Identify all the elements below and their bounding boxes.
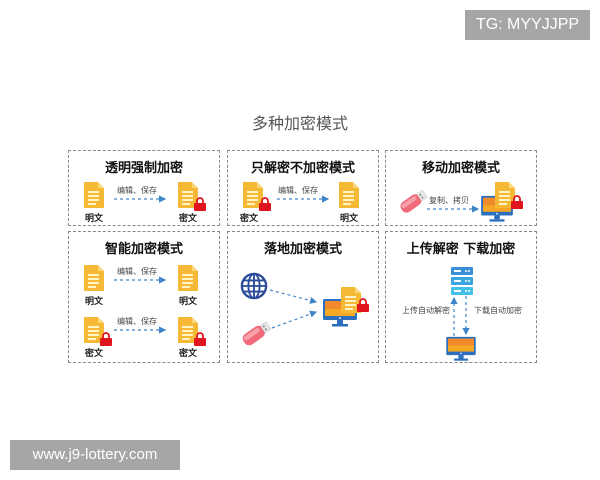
dashed-arrow-icon: [114, 195, 167, 203]
document-icon: [338, 181, 360, 209]
target-label: 密文: [178, 349, 197, 359]
source-label: 密文: [239, 214, 258, 224]
panel-smart-encryption: 智能加密模式 明文 编辑、保存 明文 密文 编辑、保存 密文: [68, 231, 220, 363]
dashed-arrow-icon: [277, 195, 330, 203]
upload-label: 上传自动解密: [402, 306, 450, 315]
target-label: 明文: [339, 214, 358, 224]
lock-icon: [510, 195, 524, 209]
arrow-label: 复制、拷贝: [429, 196, 469, 205]
lock-icon: [193, 197, 207, 211]
target-label: 密文: [178, 214, 197, 224]
source-label: 明文: [84, 214, 103, 224]
panel-landing-encryption: 落地加密模式: [227, 231, 379, 363]
panel-title: 落地加密模式: [263, 242, 342, 257]
lock-icon: [356, 298, 370, 312]
dashed-arrow-icon: [114, 326, 167, 334]
document-icon: [83, 181, 105, 209]
panel-decrypt-only: 只解密不加密模式 密文 编辑、保存 明文: [227, 150, 379, 226]
download-label: 下载自动加密: [474, 306, 522, 315]
target-label: 明文: [178, 297, 197, 307]
panel-mobile-encryption: 移动加密模式 复制、拷贝: [385, 150, 537, 226]
monitor-icon: [444, 336, 478, 362]
lock-icon: [193, 332, 207, 346]
watermark-bottom: www.j9-lottery.com: [10, 440, 180, 470]
panel-upload-download: 上传解密 下载加密 上传自动解密 下载自动加密: [385, 231, 537, 363]
arrow-label: 编辑、保存: [117, 267, 157, 276]
panel-title: 透明强制加密: [104, 161, 183, 176]
panel-title: 移动加密模式: [421, 161, 500, 176]
arrow-label: 编辑、保存: [117, 186, 157, 195]
panel-title: 智能加密模式: [104, 242, 183, 257]
document-icon: [177, 264, 199, 292]
lock-icon: [258, 197, 272, 211]
dashed-arrow-icon: [114, 276, 167, 284]
panel-transparent-encryption: 透明强制加密 明文 编辑、保存 密文: [68, 150, 220, 226]
page-title: 多种加密模式: [251, 114, 348, 133]
lock-icon: [99, 332, 113, 346]
dashed-arrows-icon: [450, 296, 470, 336]
server-icon: [450, 266, 474, 296]
panel-title: 上传解密 下载加密: [406, 242, 516, 257]
watermark-top: TG: MYYJJPP: [465, 10, 590, 40]
usb-drive-icon: [396, 189, 430, 215]
document-icon: [83, 264, 105, 292]
panel-title: 只解密不加密模式: [250, 161, 355, 176]
source-label: 密文: [84, 349, 103, 359]
dashed-arrow-icon: [427, 205, 480, 213]
dashed-arrows-icon: [269, 289, 318, 329]
source-label: 明文: [84, 297, 103, 307]
arrow-label: 编辑、保存: [278, 186, 318, 195]
arrow-label: 编辑、保存: [117, 317, 157, 326]
